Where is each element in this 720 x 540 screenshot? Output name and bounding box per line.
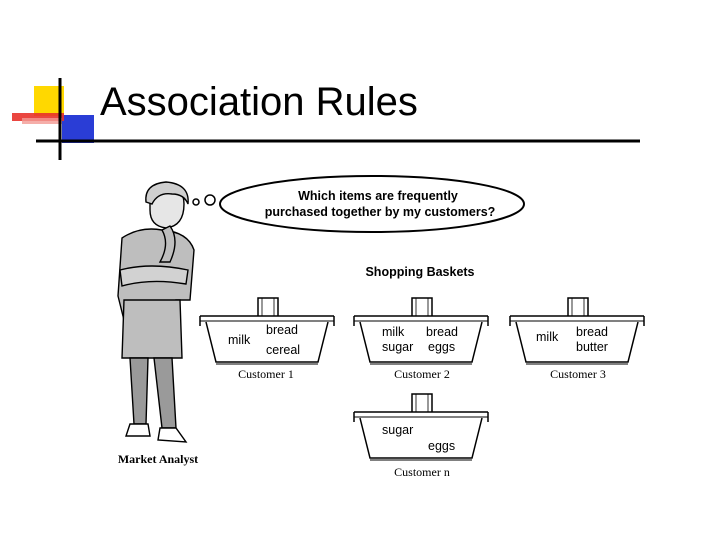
thought-bubble: Which items are frequently purchased tog…	[192, 175, 525, 233]
basket-item: milk	[382, 325, 405, 339]
basket-caption: Customer 2	[394, 367, 450, 381]
market-analyst-figure	[117, 181, 195, 443]
basket-item: eggs	[428, 340, 455, 354]
analyst-left-leg	[129, 357, 149, 425]
analyst-right-shoe	[157, 427, 188, 443]
basket-item: sugar	[382, 340, 413, 354]
deco-blue-square	[62, 115, 94, 143]
analyst-hair	[145, 181, 189, 205]
bubble-question-line1: Which items are frequently	[298, 189, 458, 203]
basket-customer-1: bread milk cereal	[199, 297, 335, 365]
basket-item: butter	[576, 340, 608, 354]
analyst-skirt	[121, 299, 183, 359]
deco-red-glow	[22, 118, 62, 124]
basket-customer-n: sugar eggs	[353, 393, 489, 461]
bubble-question-line2: purchased together by my customers?	[265, 205, 496, 219]
deco-red-bar	[12, 113, 64, 121]
basket-caption: Customer n	[394, 465, 450, 479]
analyst-label: Market Analyst	[118, 452, 198, 466]
analyst-right-leg	[153, 357, 177, 429]
analyst-folded-arm	[119, 265, 189, 287]
basket-item: milk	[536, 330, 559, 344]
basket-caption: Customer 1	[238, 367, 294, 381]
basket-item: sugar	[382, 423, 413, 437]
basket-caption: Customer 3	[550, 367, 606, 381]
basket-item: milk	[228, 333, 251, 347]
basket-outline	[353, 393, 489, 461]
bubble-body	[219, 175, 525, 233]
basket-customer-3: milk bread butter	[509, 297, 645, 365]
slide-title: Association Rules	[100, 80, 418, 124]
basket-item: bread	[426, 325, 458, 339]
basket-item: bread	[576, 325, 608, 339]
basket-item: cereal	[266, 343, 300, 357]
basket-customer-2: milk bread sugar eggs	[353, 297, 489, 365]
analyst-raised-arm	[158, 225, 176, 263]
bubble-dot-medium	[204, 194, 216, 206]
analyst-left-shoe	[125, 423, 151, 437]
bubble-dot-small	[192, 198, 200, 206]
basket-outline	[353, 297, 489, 365]
section-heading: Shopping Baskets	[365, 265, 474, 279]
basket-item: bread	[266, 323, 298, 337]
basket-item: eggs	[428, 439, 455, 453]
